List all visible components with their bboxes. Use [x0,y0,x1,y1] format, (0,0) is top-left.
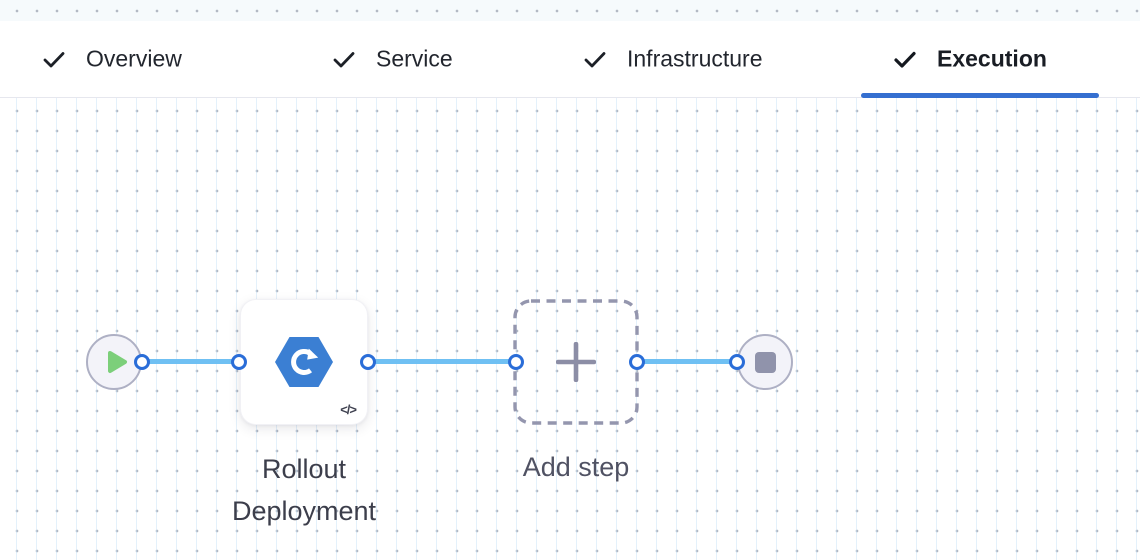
check-icon [584,51,606,67]
port-addstep-in[interactable] [508,354,524,370]
connector-start-to-step [142,359,239,364]
play-icon [107,351,127,373]
dashed-border [513,299,639,425]
tab-label: Service [376,45,453,72]
plus-icon [556,342,596,382]
step-node-rollout-deployment[interactable]: </> [240,299,368,425]
pipeline-start-node [86,334,142,390]
add-step-node[interactable] [513,299,639,425]
tab-infrastructure[interactable]: Infrastructure [583,46,763,73]
port-step-out[interactable] [360,354,376,370]
code-badge: </> [340,402,357,417]
tab-label: Overview [86,45,182,72]
pipeline-end-node [737,334,793,390]
stop-icon [754,351,776,373]
canvas-top-strip [0,0,1140,21]
port-end-in[interactable] [729,354,745,370]
tab-service[interactable]: Service [332,46,453,73]
connector-addstep-to-end [637,359,737,364]
tab-execution[interactable]: Execution [893,46,1047,73]
active-tab-underline [861,93,1099,98]
check-icon [43,51,65,67]
rolling-deployment-icon [275,337,333,387]
stage-tabbar: Overview Service Infrastructure Executio… [0,21,1140,98]
check-icon [333,51,355,67]
check-icon [894,51,916,68]
add-step-label: Add step [522,452,630,482]
port-step-in[interactable] [231,354,247,370]
tab-overview[interactable]: Overview [42,46,182,73]
port-addstep-out[interactable] [629,354,645,370]
tab-label: Infrastructure [627,45,763,72]
connector-step-to-addstep [368,359,516,364]
port-start-out[interactable] [134,354,150,370]
pipeline-canvas[interactable]: </> Rollout Deployment Add step [0,98,1140,560]
tab-label: Execution [937,45,1047,72]
step-name-label: Rollout Deployment [231,454,377,526]
